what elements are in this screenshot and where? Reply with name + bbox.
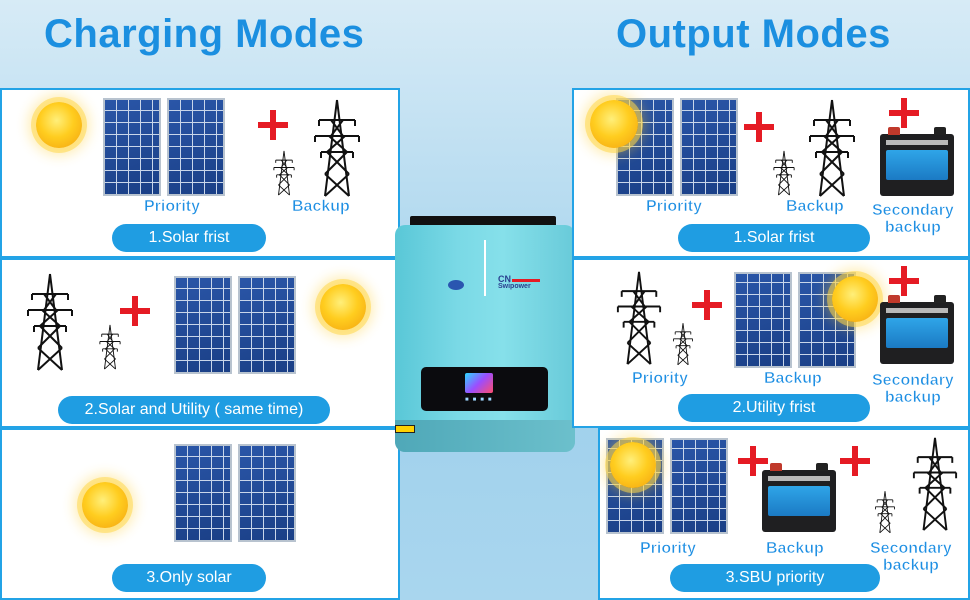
- power-tower-small-icon: [770, 150, 798, 196]
- secondary-backup-label: Secondary backup: [870, 540, 952, 575]
- battery-icon: [880, 127, 954, 196]
- mode-pill: 1.Solar frist: [112, 224, 266, 252]
- power-tower-small-icon: [96, 324, 124, 370]
- plus-icon: [738, 446, 768, 476]
- solar-panel-icon: [103, 98, 225, 196]
- plus-icon: [744, 112, 774, 142]
- sun-icon: [590, 100, 638, 148]
- power-tower-small-icon: [670, 322, 696, 366]
- plus-icon: [692, 290, 722, 320]
- power-tower-icon: [610, 270, 668, 366]
- backup-label: Backup: [764, 370, 822, 388]
- battery-icon: [880, 295, 954, 364]
- sun-icon: [320, 284, 366, 330]
- inverter-stripe: [484, 240, 486, 296]
- control-buttons: ■■■■: [465, 397, 496, 403]
- charging-modes-title: Charging Modes: [44, 12, 365, 56]
- mode-pill: 3.Only solar: [112, 564, 266, 592]
- mode-pill: 2.Utility frist: [678, 394, 870, 422]
- backup-label: Backup: [292, 198, 350, 216]
- output-mode-1-panel: Priority Backup Secondary backup 1.Solar…: [572, 88, 970, 258]
- power-tower-icon: [906, 436, 964, 532]
- priority-label: Priority: [646, 198, 703, 216]
- lcd-screen: [465, 373, 493, 393]
- output-mode-3-panel: Priority Backup Secondary backup 3.SBU p…: [598, 428, 970, 600]
- secondary-backup-label: Secondary backup: [872, 202, 954, 237]
- solar-panel-icon: [174, 276, 296, 374]
- brand-text: CN Swipower: [498, 274, 540, 291]
- inverter-bottom: [395, 420, 575, 452]
- brand-bottom: Swipower: [498, 283, 531, 290]
- mode-pill: 3.SBU priority: [670, 564, 880, 592]
- priority-label: Priority: [632, 370, 689, 388]
- charging-mode-2-panel: 2.Solar and Utility ( same time): [0, 258, 400, 428]
- plus-icon: [889, 266, 919, 296]
- power-tower-small-icon: [872, 490, 898, 534]
- solar-panel-icon: [174, 444, 296, 542]
- inverter-display: ■■■■: [421, 367, 548, 411]
- priority-label: Priority: [144, 198, 201, 216]
- secondary-backup-label: Secondary backup: [872, 372, 954, 407]
- backup-label: Backup: [766, 540, 824, 558]
- output-modes-title: Output Modes: [616, 12, 891, 56]
- output-mode-2-panel: Priority Backup Secondary backup 2.Utili…: [572, 258, 970, 428]
- brand-logo-icon: [448, 280, 464, 290]
- sun-icon: [82, 482, 128, 528]
- power-tower-small-icon: [270, 150, 298, 196]
- mode-pill: 1.Solar frist: [678, 224, 870, 252]
- power-tower-icon: [802, 98, 862, 198]
- battery-icon: [762, 463, 836, 532]
- power-tower-icon: [20, 272, 80, 372]
- mode-pill: 2.Solar and Utility ( same time): [58, 396, 330, 424]
- plus-icon: [120, 296, 150, 326]
- charging-mode-1-panel: Priority Backup 1.Solar frist: [0, 88, 400, 258]
- charging-mode-3-panel: 3.Only solar: [0, 428, 400, 600]
- power-tower-icon: [307, 98, 367, 198]
- backup-label: Backup: [786, 198, 844, 216]
- brand-top: CN: [498, 274, 511, 284]
- sun-icon: [832, 276, 878, 322]
- plus-icon: [840, 446, 870, 476]
- warning-sticker: [395, 425, 415, 433]
- plus-icon: [889, 98, 919, 128]
- priority-label: Priority: [640, 540, 697, 558]
- sun-icon: [610, 442, 656, 488]
- plus-icon: [258, 110, 288, 140]
- sun-icon: [36, 102, 82, 148]
